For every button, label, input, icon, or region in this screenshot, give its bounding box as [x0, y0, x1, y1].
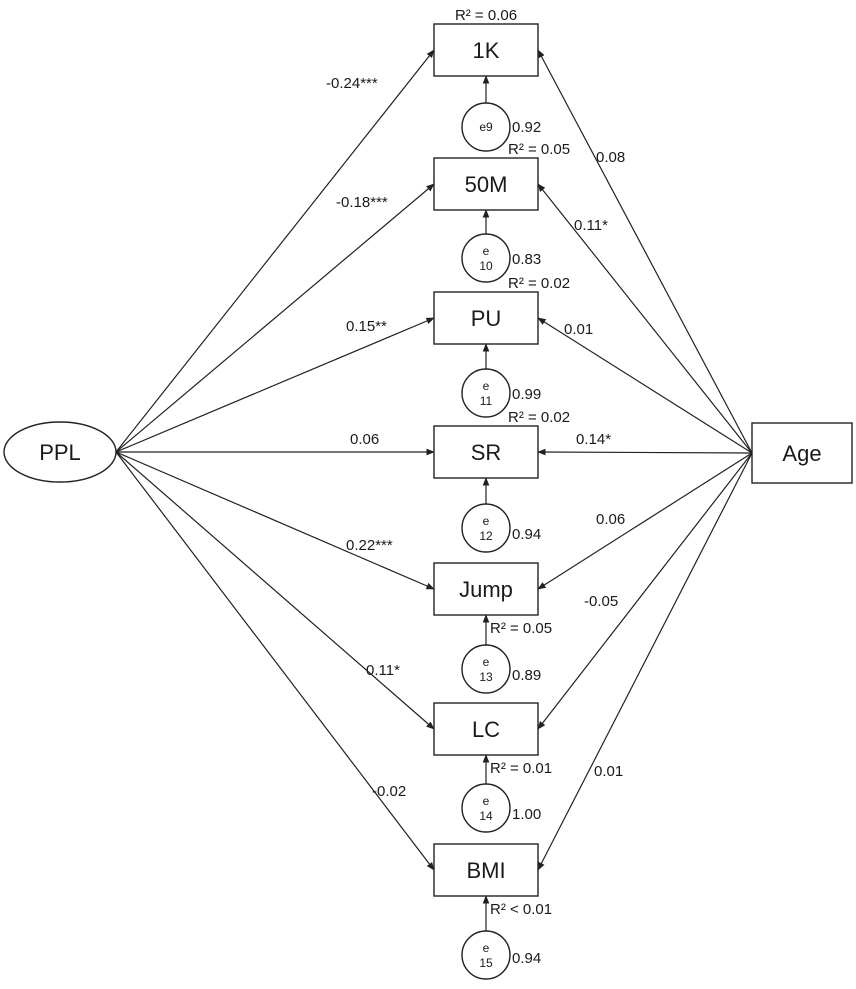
- ppl-node: [3, 421, 117, 483]
- error-index-jump: 13: [479, 670, 493, 684]
- r2-lc: R² = 0.01: [490, 760, 552, 777]
- coef-ppl-bmi: -0.02: [372, 783, 406, 800]
- path-age-to-1k: [537, 49, 753, 454]
- path-ppl-to-pu: [115, 317, 435, 453]
- error-loading-50m: 0.83: [512, 251, 541, 268]
- error-label-sr: e: [483, 514, 490, 528]
- r2-jump: R² = 0.05: [490, 620, 552, 637]
- error-label-pu: e: [483, 379, 490, 393]
- error-index-50m: 10: [479, 259, 493, 273]
- ppl-label: PPL: [39, 440, 81, 465]
- error-loading-bmi: 0.94: [512, 950, 541, 967]
- r2-1k: R² = 0.06: [455, 7, 517, 24]
- path-age-to-lc: [537, 452, 753, 730]
- outcome-box-sr: [433, 425, 539, 479]
- coef-ppl-1k: -0.24***: [326, 75, 378, 92]
- path-ppl-to-lc: [115, 451, 435, 730]
- labels: 0.92 R² = 0.06 -0.24*** 0.08 0.83 R² = 0.05 -0…: [326, 7, 625, 967]
- outcome-box-1k: [433, 23, 539, 77]
- error-label-lc: e: [483, 794, 490, 808]
- error-label-50m: e: [483, 244, 490, 258]
- coef-age-bmi: 0.01: [594, 763, 623, 780]
- error-loading-jump: 0.89: [512, 667, 541, 684]
- path-age-to-50m: [537, 183, 753, 454]
- error-label-bmi: e: [483, 941, 490, 955]
- coef-age-1k: 0.08: [596, 149, 625, 166]
- outcome-box-lc: [433, 702, 539, 756]
- outcome-label-lc: LC: [472, 717, 500, 742]
- coef-ppl-50m: -0.18***: [336, 194, 388, 211]
- outcome-box-jump: [433, 562, 539, 616]
- coef-ppl-sr: 0.06: [350, 431, 379, 448]
- coef-age-jump: 0.06: [596, 511, 625, 528]
- path-ppl-to-1k: [115, 49, 435, 453]
- path-age-to-pu: [537, 317, 753, 454]
- coef-ppl-lc: 0.11*: [366, 662, 400, 679]
- age-label: Age: [782, 441, 821, 466]
- age-node: [751, 422, 853, 484]
- path-ppl-to-50m: [115, 183, 435, 453]
- error-circle-1k: [461, 102, 511, 152]
- outcome-label-sr: SR: [471, 440, 502, 465]
- outcome-box-pu: [433, 291, 539, 345]
- error-index-bmi: 15: [479, 956, 493, 970]
- path-ppl-to-bmi: [115, 451, 435, 871]
- coef-ppl-jump: 0.22***: [346, 537, 393, 554]
- coef-age-pu: 0.01: [564, 321, 593, 338]
- error-circle-sr: [461, 503, 511, 553]
- error-label-jump: e: [483, 655, 490, 669]
- error-loading-1k: 0.92: [512, 119, 541, 136]
- error-index-lc: 14: [479, 809, 493, 823]
- path-age-to-sr: [537, 448, 753, 456]
- outcome-box-50m: [433, 157, 539, 211]
- error-loading-lc: 1.00: [512, 806, 541, 823]
- coef-age-lc: -0.05: [584, 593, 618, 610]
- outcome-label-bmi: BMI: [466, 858, 505, 883]
- error-label-1k: e9: [479, 120, 493, 134]
- path-age-to-bmi: [537, 452, 753, 871]
- error-index-pu: 11: [480, 394, 493, 408]
- r2-50m: R² = 0.05: [508, 141, 570, 158]
- outcome-label-1k: 1K: [473, 38, 500, 63]
- outcome-label-50m: 50M: [465, 172, 508, 197]
- error-index-sr: 12: [479, 529, 493, 543]
- path-age-to-jump: [537, 452, 753, 590]
- error-circle-bmi: [461, 930, 511, 980]
- error-circle-50m: [461, 233, 511, 283]
- outcome-label-pu: PU: [471, 306, 502, 331]
- nodes: 1Ke950Me10PUe11SRe12Jumpe13LCe14BMIe15PP…: [3, 23, 853, 980]
- error-loading-pu: 0.99: [512, 386, 541, 403]
- r2-pu: R² = 0.02: [508, 275, 570, 292]
- error-circle-pu: [461, 368, 511, 418]
- outcome-box-bmi: [433, 843, 539, 897]
- error-circle-lc: [461, 783, 511, 833]
- outcome-label-jump: Jump: [459, 577, 513, 602]
- error-circle-jump: [461, 644, 511, 694]
- coef-ppl-pu: 0.15**: [346, 318, 387, 335]
- error-loading-sr: 0.94: [512, 526, 541, 543]
- edges: [115, 49, 753, 931]
- r2-sr: R² = 0.02: [508, 409, 570, 426]
- r2-bmi: R² < 0.01: [490, 901, 552, 918]
- coef-age-sr: 0.14*: [576, 431, 611, 448]
- coef-age-50m: 0.11*: [574, 217, 608, 234]
- path-ppl-to-jump: [115, 451, 435, 590]
